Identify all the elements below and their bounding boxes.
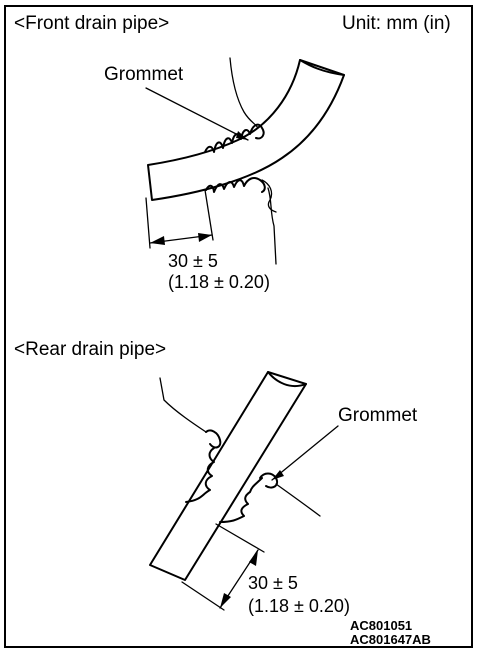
front-dim-arrow-left <box>150 236 165 245</box>
front-hose-end <box>299 59 345 76</box>
rear-grommet-right-wave <box>219 477 263 523</box>
rear-panel-right <box>275 483 321 517</box>
front-panel-upper <box>229 57 259 129</box>
rear-hose-end <box>267 371 307 388</box>
rear-dim-arrow-bottom <box>220 593 231 608</box>
front-dim-arrow-right <box>198 233 212 242</box>
front-grommet-lower <box>205 177 266 193</box>
rear-grommet-left-wave <box>185 447 215 503</box>
figure-code-1: AC801051 <box>350 618 413 633</box>
rear-grommet-label: Grommet <box>338 405 418 426</box>
front-section-title: <Front drain pipe> <box>14 13 170 34</box>
rear-dim-ext-top <box>215 523 265 553</box>
front-grommet-leader <box>145 87 249 141</box>
rear-grommet-leader <box>271 425 339 481</box>
unit-label: Unit: mm (in) <box>342 13 451 34</box>
rear-section-title: <Rear drain pipe> <box>14 339 167 360</box>
front-drain-pipe <box>145 57 345 265</box>
front-dimension-in: (1.18 ± 0.20) <box>168 272 270 292</box>
rear-drain-pipe <box>149 371 339 611</box>
figure-frame <box>4 5 473 648</box>
front-grommet-label: Grommet <box>104 64 184 85</box>
rear-dim-ext-bottom <box>181 581 225 611</box>
figure-code-2: AC801647AB <box>350 632 431 647</box>
front-dim-ext-left <box>145 197 151 249</box>
front-panel-lower <box>267 187 277 265</box>
front-grommet-upper <box>204 123 265 153</box>
front-grommet-flange <box>261 179 277 213</box>
rear-grommet-clip-right <box>259 472 278 489</box>
front-grommet-arrow <box>236 131 248 140</box>
rear-dimension-in: (1.18 ± 0.20) <box>248 596 350 616</box>
rear-dim-arrow-top <box>249 550 258 566</box>
front-dim-ext-right <box>204 189 214 241</box>
rear-dimension-mm: 30 ± 5 <box>248 573 298 593</box>
front-dimension-mm: 30 ± 5 <box>168 251 218 271</box>
rear-panel-left <box>159 377 207 433</box>
rear-grommet-clip-left <box>205 429 222 449</box>
rear-grommet-arrow <box>272 470 284 480</box>
